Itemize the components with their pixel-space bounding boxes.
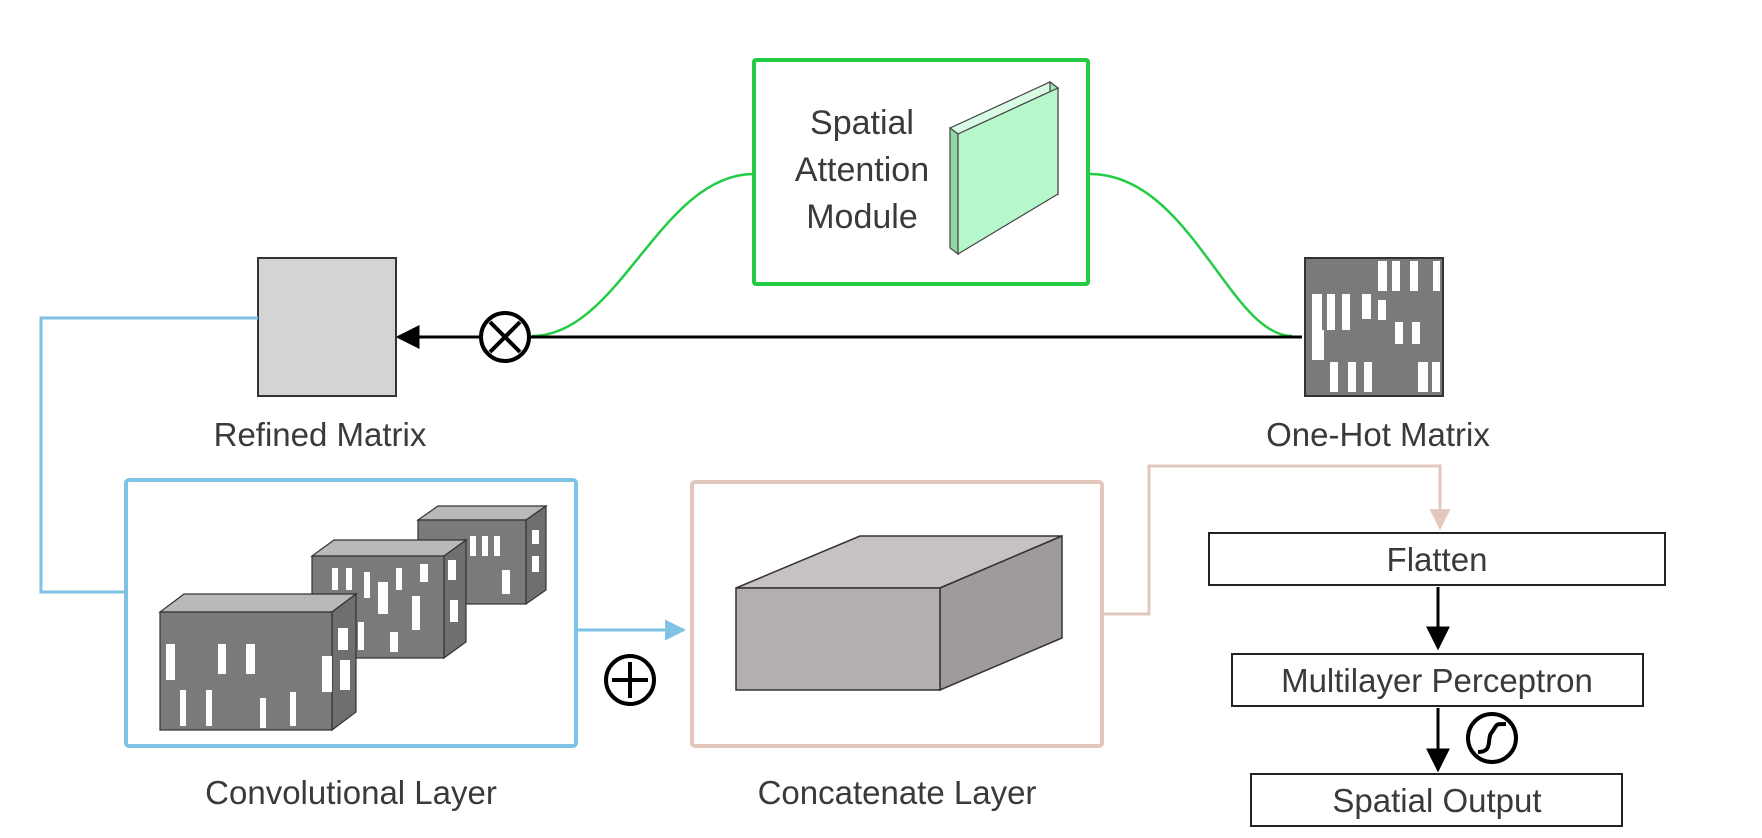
spatial-output-box xyxy=(1250,773,1623,827)
concat-to-flatten-connector xyxy=(1102,464,1451,616)
onehot-matrix: One-Hot Matrix xyxy=(1266,257,1490,453)
conv-layer-label: Convolutional Layer xyxy=(205,774,497,811)
onehot-matrix-label: One-Hot Matrix xyxy=(1266,416,1490,453)
circled-plus-icon xyxy=(604,654,656,706)
mlp-box xyxy=(1231,653,1644,707)
sigmoid-icon xyxy=(1466,712,1518,764)
spatial-attention-module: Spatial Attention Module xyxy=(752,58,1090,286)
attention-label-line3: Module xyxy=(806,198,918,236)
feature-map-cube-1-stripes xyxy=(166,628,350,728)
concat-layer-label: Concatenate Layer xyxy=(758,774,1037,811)
mlp-label: Multilayer Perceptron xyxy=(1281,662,1593,699)
refined-matrix: Refined Matrix xyxy=(214,257,427,453)
attention-label-line2: Attention xyxy=(795,151,929,189)
refined-matrix-label: Refined Matrix xyxy=(214,416,427,453)
circled-times-icon xyxy=(479,311,531,363)
spatial-output-label: Spatial Output xyxy=(1332,782,1541,819)
flatten-box xyxy=(1208,532,1666,586)
refined-to-conv-connector xyxy=(39,316,258,594)
attention-output-curve xyxy=(531,172,755,338)
concat-block xyxy=(735,534,1063,692)
attention-label-line1: Spatial xyxy=(810,104,914,142)
concatenate-layer: Concatenate Layer xyxy=(690,480,1104,811)
mlp-stack: Flatten Multilayer Perceptron Spatial Ou… xyxy=(1208,532,1666,827)
convolutional-layer: Convolutional Layer xyxy=(124,478,578,811)
attention-map-panel xyxy=(948,80,1060,256)
onehot-matrix-cells xyxy=(1312,261,1440,392)
attention-input-curve xyxy=(1089,172,1293,338)
flatten-label: Flatten xyxy=(1387,541,1488,578)
refined-matrix-square xyxy=(257,257,397,397)
